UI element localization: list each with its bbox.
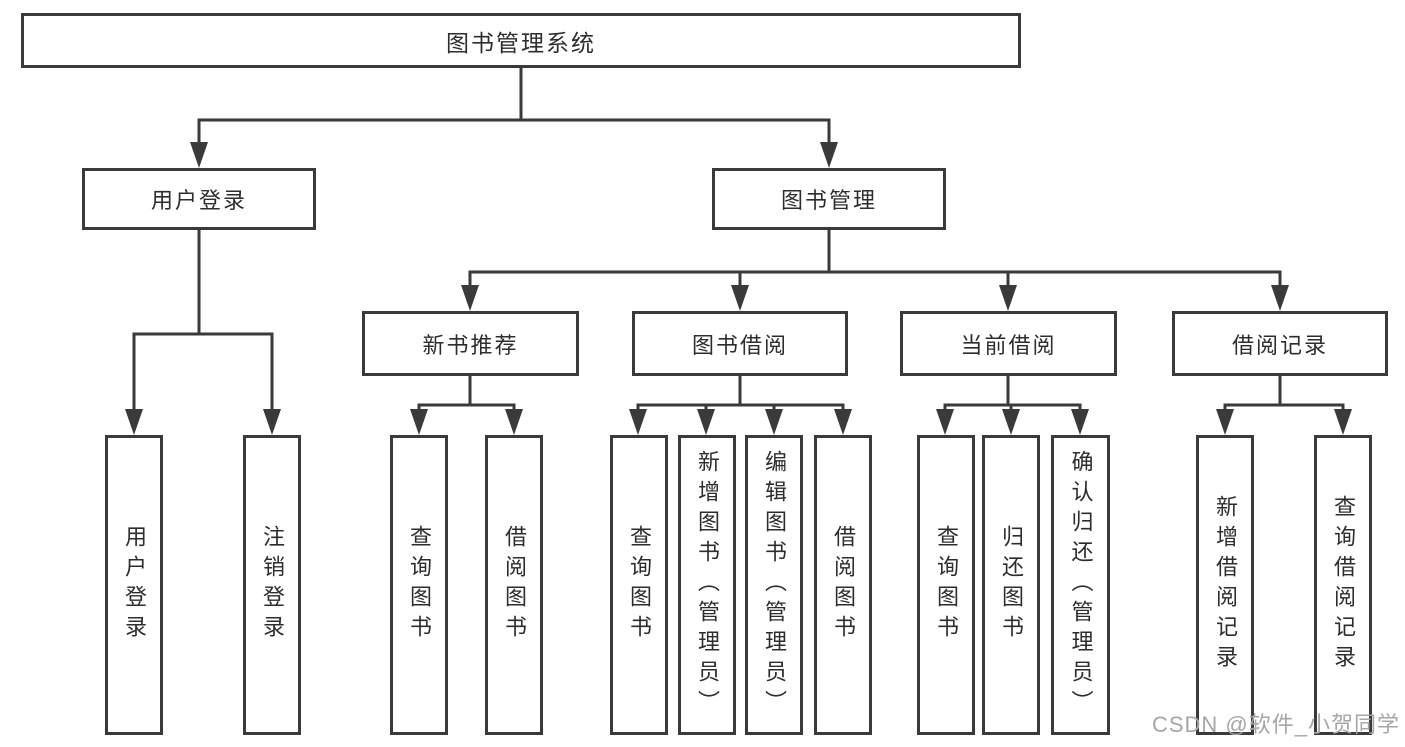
leaf-user-login: 用户登录 bbox=[105, 435, 163, 735]
leaf-query-books-current: 查询图书 bbox=[917, 435, 975, 735]
leaf-label: 用户登录 bbox=[122, 525, 147, 645]
leaf-label: 借阅图书 bbox=[831, 525, 856, 645]
node-label: 图书管理 bbox=[780, 188, 877, 213]
leaf-logout: 注销登录 bbox=[243, 435, 301, 735]
leaf-label: 注销登录 bbox=[260, 525, 285, 645]
leaf-label: 确认归还（管理员） bbox=[1068, 450, 1094, 720]
node-label: 图书借阅 bbox=[691, 332, 788, 358]
node-label: 当前借阅 bbox=[960, 332, 1057, 358]
leaf-add-book-admin: 新增图书（管理员） bbox=[678, 435, 736, 735]
leaf-return-books: 归还图书 bbox=[982, 435, 1040, 735]
connector-borrowing-records-to-leaves bbox=[1216, 376, 1352, 435]
node-book-borrowing: 图书借阅 bbox=[632, 311, 848, 376]
leaf-label: 归还图书 bbox=[999, 525, 1024, 645]
leaf-label: 查询借阅记录 bbox=[1331, 495, 1356, 675]
node-label: 图书管理系统 bbox=[446, 29, 596, 56]
connector-root-to-level2 bbox=[190, 68, 838, 168]
leaf-query-books-recommendation: 查询图书 bbox=[390, 435, 448, 735]
csdn-watermark: CSDN @软件_小贺同学 bbox=[1151, 712, 1400, 737]
node-book-management: 图书管理 bbox=[712, 168, 946, 230]
node-current-borrowing: 当前借阅 bbox=[900, 311, 1117, 376]
leaf-label: 查询图书 bbox=[934, 525, 959, 645]
node-borrowing-records: 借阅记录 bbox=[1172, 311, 1388, 376]
leaf-label: 查询图书 bbox=[407, 525, 432, 645]
connector-new-book-recommendation-to-leaves bbox=[410, 376, 523, 435]
leaf-label: 新增图书（管理员） bbox=[695, 450, 720, 720]
leaf-query-books-borrowing: 查询图书 bbox=[610, 435, 668, 735]
node-label: 新书推荐 bbox=[422, 332, 519, 358]
leaf-add-borrowing-record: 新增借阅记录 bbox=[1196, 435, 1254, 735]
leaf-label: 借阅图书 bbox=[502, 525, 527, 645]
leaf-label: 新增借阅记录 bbox=[1213, 495, 1238, 675]
connector-current-borrowing-to-leaves bbox=[936, 376, 1089, 435]
node-label: 借阅记录 bbox=[1231, 332, 1328, 358]
connector-book-management-to-level3 bbox=[461, 230, 1289, 311]
node-user-login: 用户登录 bbox=[82, 168, 316, 230]
node-label: 用户登录 bbox=[150, 188, 247, 213]
leaf-label: 查询图书 bbox=[627, 525, 652, 645]
leaf-edit-book-admin: 编辑图书（管理员） bbox=[745, 435, 803, 735]
leaf-query-borrowing-record: 查询借阅记录 bbox=[1314, 435, 1372, 735]
node-library-management-system: 图书管理系统 bbox=[21, 13, 1021, 68]
leaf-confirm-return-admin: 确认归还（管理员） bbox=[1051, 435, 1110, 735]
connector-user-login-to-leaves bbox=[125, 230, 281, 435]
leaf-label: 编辑图书（管理员） bbox=[762, 450, 787, 720]
leaf-borrow-books-recommendation: 借阅图书 bbox=[485, 435, 543, 735]
connector-book-borrowing-to-leaves bbox=[629, 376, 852, 435]
node-new-book-recommendation: 新书推荐 bbox=[362, 311, 579, 376]
leaf-borrow-books-borrowing: 借阅图书 bbox=[814, 435, 872, 735]
